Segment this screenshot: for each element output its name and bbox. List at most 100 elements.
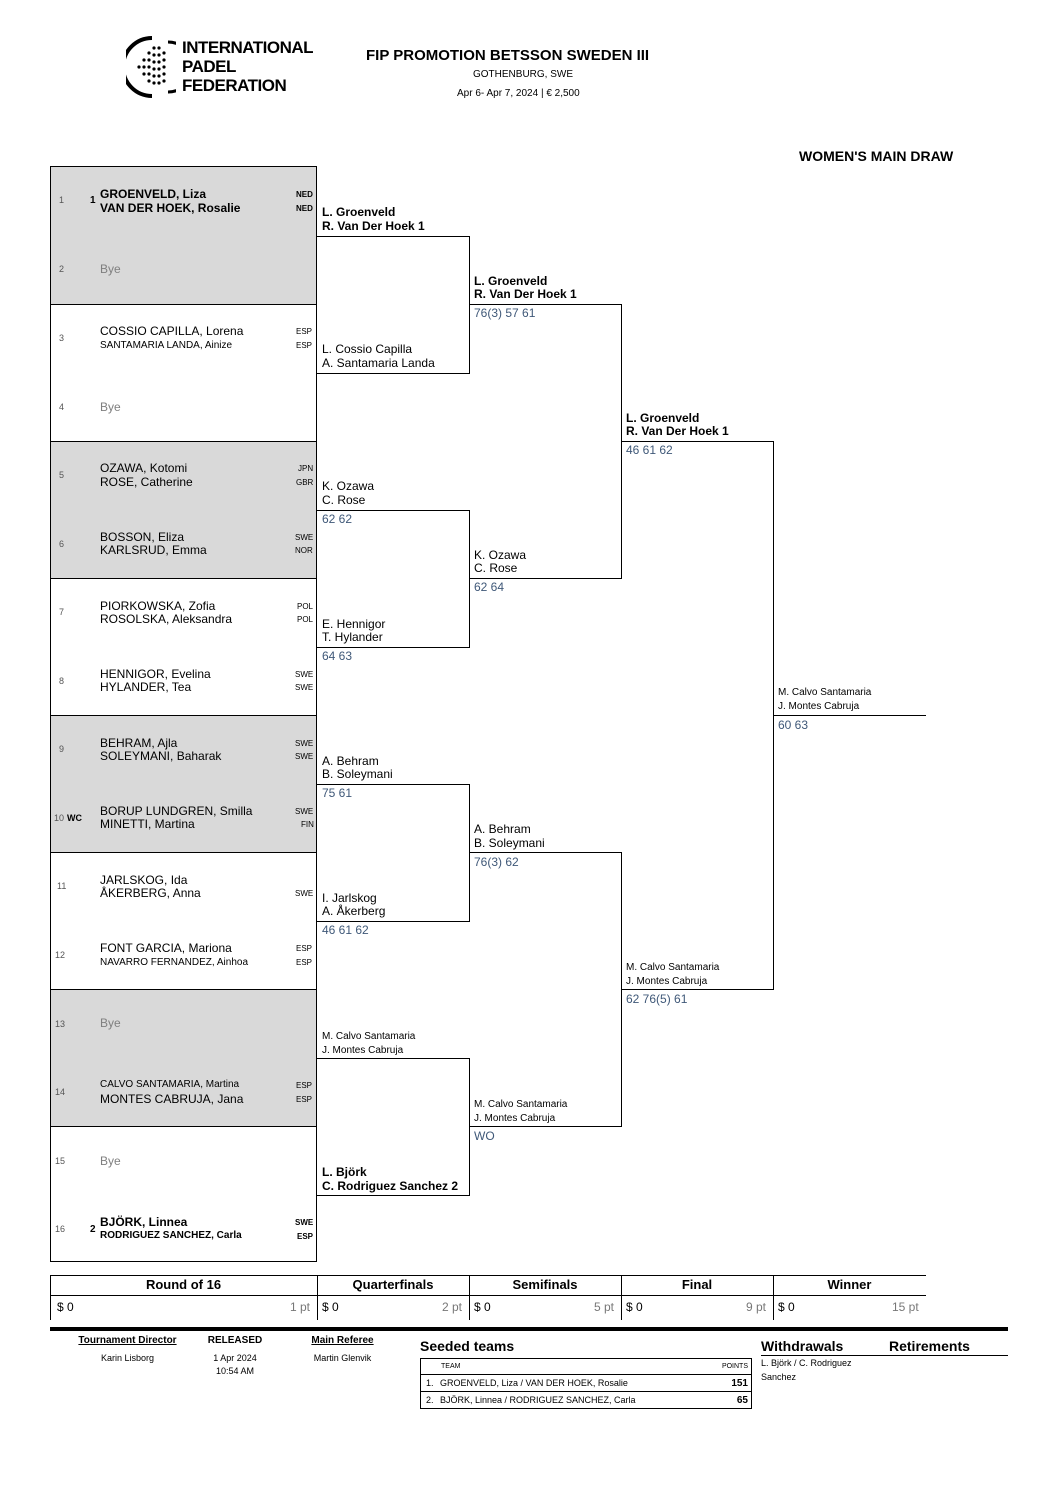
player-name: BEHRAM, Ajla — [100, 736, 178, 750]
bracket-line — [469, 236, 470, 374]
draw-position: 3 — [59, 333, 65, 343]
director-name: Karin Lisborg — [100, 1353, 155, 1363]
player-name: BORUP LUNDGREN, Smilla — [100, 804, 253, 818]
round-points: 15 pt — [892, 1300, 919, 1314]
match-score: 46 61 62 — [322, 923, 369, 937]
player-country: NOR — [295, 546, 313, 555]
retirements-title: Retirements — [889, 1338, 970, 1354]
match-winner: C. Rose — [474, 561, 518, 575]
released-label: RELEASED — [207, 1335, 263, 1346]
bracket-line — [773, 715, 926, 716]
seed-number: 2 — [90, 1224, 96, 1235]
bracket-line — [317, 784, 470, 785]
player-country: SWE — [295, 1218, 314, 1227]
round-points: 1 pt — [290, 1300, 311, 1314]
round-prize: $ 0 — [322, 1300, 339, 1314]
fip-logo-icon — [126, 36, 176, 98]
draw-position: 6 — [59, 539, 65, 549]
player-name: SANTAMARIA LANDA, Ainize — [100, 340, 233, 351]
round-prize: $ 0 — [474, 1300, 491, 1314]
match-winner: A. Behram — [322, 754, 379, 768]
player-country: ESP — [296, 1095, 313, 1104]
bracket-line — [469, 1126, 622, 1127]
player-country: ESP — [297, 1232, 314, 1241]
player-country: ESP — [296, 944, 313, 953]
match-score: 62 64 — [474, 580, 505, 594]
player-name: NAVARRO FERNANDEZ, Ainhoa — [100, 957, 249, 968]
divider — [50, 1275, 926, 1276]
bracket-line — [469, 784, 470, 922]
match-winner: J. Montes Cabruja — [322, 1045, 404, 1056]
player-country: SWE — [295, 739, 314, 748]
slot — [50, 304, 317, 441]
divider — [773, 1275, 774, 1320]
bracket-line — [317, 921, 470, 922]
draw-position: 2 — [59, 264, 65, 274]
player-name: MINETTI, Martina — [100, 817, 195, 831]
player-name: HYLANDER, Tea — [100, 680, 192, 694]
match-score: 76(3) 62 — [474, 855, 519, 869]
released-date: 1 Apr 2024 — [213, 1353, 257, 1363]
player-country: FIN — [301, 820, 314, 829]
divider — [761, 1355, 1008, 1356]
seeded-header-row: TEAM POINTS — [421, 1359, 752, 1375]
round-name: Winner — [827, 1277, 872, 1292]
player-name: HENNIGOR, Evelina — [100, 667, 211, 681]
seeded-rank: 2. — [426, 1395, 434, 1405]
match-winner: B. Soleymani — [474, 836, 545, 850]
player-country: ESP — [296, 327, 313, 336]
round-name: Final — [681, 1277, 713, 1292]
draw-position: 9 — [59, 744, 65, 754]
match-score: 76(3) 57 61 — [474, 306, 536, 320]
match-winner: L. Cossio Capilla — [322, 342, 413, 356]
slot — [50, 852, 317, 989]
match-winner: L. Groenveld — [322, 205, 396, 219]
withdrawals-text: L. Björk / C. Rodriguez Sanchez — [761, 1358, 852, 1382]
champion-name: J. Montes Cabruja — [778, 701, 860, 712]
seeded-team: BJÖRK, Linnea / RODRIGUEZ SANCHEZ, Carla — [440, 1395, 636, 1405]
round-prize: $ 0 — [57, 1300, 74, 1314]
match-score: 62 76(5) 61 — [626, 992, 688, 1006]
player-country: SWE — [295, 807, 314, 816]
seeded-row: 1. GROENVELD, Liza / VAN DER HOEK, Rosal… — [420, 1374, 752, 1392]
match-winner: L. Björk — [322, 1165, 367, 1179]
tournament-dates-prize: Apr 6- Apr 7, 2024 | € 2,500 — [457, 88, 580, 99]
match-score: 64 63 — [322, 649, 353, 663]
round-points: 9 pt — [746, 1300, 767, 1314]
slot — [50, 166, 317, 304]
player-name: MONTES CABRUJA, Jana — [100, 1092, 244, 1106]
player-name: RODRIGUEZ SANCHEZ, Carla — [100, 1230, 242, 1241]
draw-position: 13 — [55, 1019, 66, 1029]
draw-position: 11 — [57, 881, 67, 891]
seeded-col-team: TEAM — [441, 1363, 461, 1370]
round-name: Quarterfinals — [352, 1277, 434, 1292]
slot — [50, 441, 317, 578]
divider — [621, 1275, 622, 1320]
draw-position: 12 — [55, 950, 66, 960]
slot — [50, 578, 317, 715]
player-name: ROSOLSKA, Aleksandra — [100, 612, 233, 626]
seeded-points: 151 — [731, 1377, 748, 1389]
bye-label: Bye — [100, 400, 121, 414]
tournament-location: GOTHENBURG, SWE — [473, 69, 574, 80]
bracket-line — [317, 236, 470, 237]
withdrawals-title: Withdrawals — [761, 1338, 844, 1354]
player-name: BOSSON, Eliza — [100, 530, 185, 544]
director-label: Tournament Director — [78, 1335, 177, 1346]
match-winner: L. Groenveld — [626, 411, 700, 425]
slot — [50, 989, 317, 1126]
org-line-3: FEDERATION — [182, 76, 287, 95]
final-score: 60 63 — [778, 718, 809, 732]
match-winner: M. Calvo Santamaria — [626, 962, 720, 973]
player-country: NED — [296, 204, 313, 213]
round-points: 2 pt — [442, 1300, 463, 1314]
player-country: SWE — [295, 889, 314, 898]
divider — [50, 1295, 926, 1296]
bracket-line — [469, 304, 622, 305]
draw-position: 15 — [55, 1156, 66, 1166]
player-country: ESP — [296, 958, 313, 967]
draw-position: 7 — [59, 607, 65, 617]
match-winner: R. Van Der Hoek 1 — [322, 219, 425, 233]
bracket-line — [621, 441, 774, 442]
org-line-2: PADEL — [182, 57, 236, 76]
